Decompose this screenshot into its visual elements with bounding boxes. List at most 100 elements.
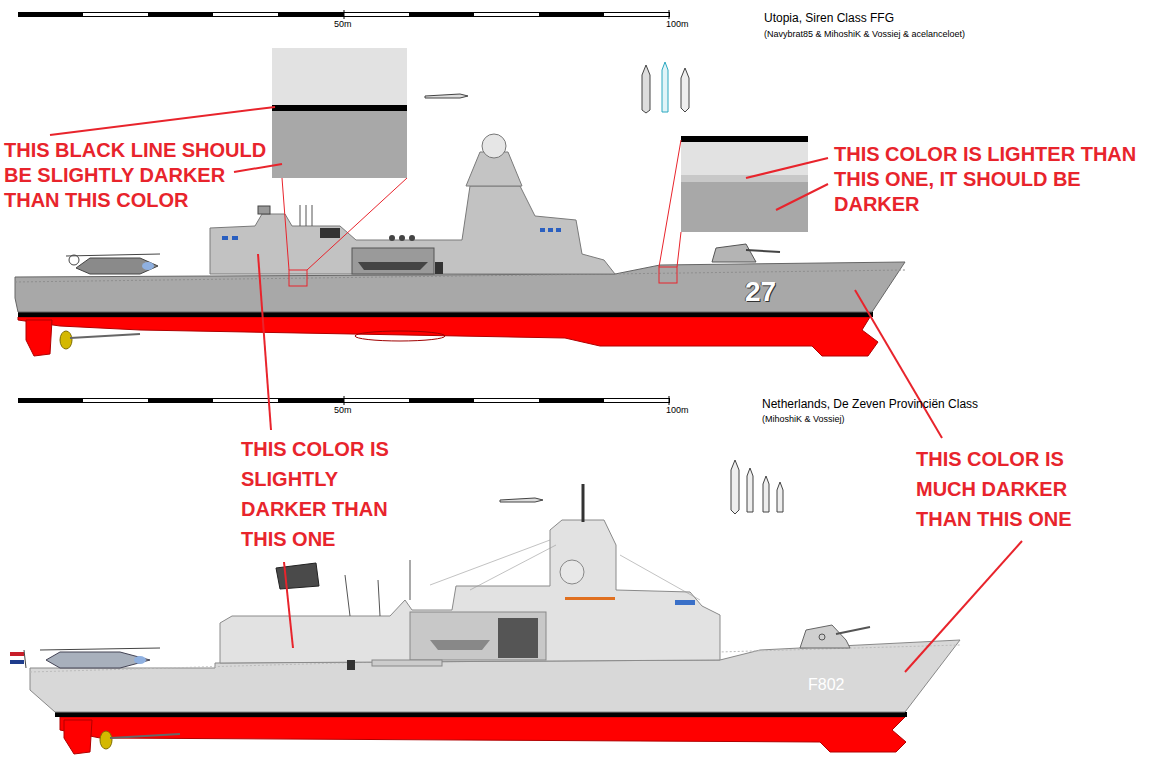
scale-bar <box>604 13 669 16</box>
frigate-top <box>306 205 307 226</box>
frigate-bottom <box>819 634 825 640</box>
frigate-top <box>746 250 780 252</box>
frigate-top <box>232 236 238 240</box>
frigate-bottom <box>46 652 150 668</box>
frigate-top <box>70 334 140 338</box>
frigate-bottom <box>347 660 355 670</box>
annotation-note: THIS COLOR IS SLIGHTLY DARKER THAN THIS … <box>241 434 421 554</box>
weapon-icons <box>662 62 668 112</box>
frigate-top <box>352 248 434 274</box>
scale-mark: 50m <box>334 405 352 416</box>
frigate-top <box>18 317 878 356</box>
frigate-bottom <box>110 734 180 738</box>
frigate-top <box>540 228 545 232</box>
weapon-icons <box>642 65 650 113</box>
pennant-number: 27 <box>745 277 776 307</box>
frigate-bottom <box>800 625 850 648</box>
scale-bar <box>18 10 670 19</box>
scale-mark: 100m <box>666 19 689 30</box>
frigate-bottom <box>430 640 490 650</box>
scale-bar <box>474 399 539 402</box>
frigate-top <box>18 312 873 317</box>
scale-bar <box>344 396 345 405</box>
frigate-bottom <box>410 560 411 600</box>
weapon-icons <box>731 460 739 514</box>
colour-swatch-zoom <box>282 178 289 270</box>
frigate-top <box>389 235 395 241</box>
frigate-top <box>69 255 79 265</box>
frigate-bottom <box>560 560 584 584</box>
frigate-bottom <box>620 555 700 600</box>
frigate-bottom <box>55 712 907 717</box>
frigate-bottom <box>378 580 380 616</box>
leader-line <box>258 254 271 430</box>
weapon-icons <box>425 94 468 98</box>
frigate-bottom <box>582 484 585 522</box>
frigate-bottom <box>410 612 546 660</box>
leader-line <box>746 158 828 178</box>
colour-swatch-zoom <box>272 48 808 286</box>
frigate-top <box>435 262 443 274</box>
frigate-bottom <box>60 717 906 752</box>
leader-line <box>855 290 942 438</box>
frigate-top <box>258 206 270 214</box>
leader-line <box>905 541 1022 672</box>
colour-swatch-zoom <box>681 175 808 182</box>
ship-title: Netherlands, De Zeven Provinciën Class <box>762 397 978 412</box>
weapon-icons <box>763 476 769 512</box>
frigate-top <box>358 262 428 270</box>
annotation-note: THIS COLOR IS LIGHTER THAN THIS ONE, IT … <box>834 142 1146 217</box>
annotation-note: THIS BLACK LINE SHOULD BE SLIGHTLY DARKE… <box>4 138 282 213</box>
frigate-bottom <box>675 600 695 605</box>
frigate-bottom <box>470 545 556 590</box>
leader-line <box>50 107 275 135</box>
author-credit: (Navybrat85 & MihoshiK & Vossiej & acela… <box>764 29 965 40</box>
ship-title: Utopia, Siren Class FFG <box>764 11 894 26</box>
frigate-bottom <box>276 563 319 589</box>
frigate-top <box>409 235 415 241</box>
weapon-icons <box>681 68 689 112</box>
colour-swatch-zoom <box>681 142 808 175</box>
colour-swatch-zoom <box>289 270 307 286</box>
colour-swatch-zoom <box>272 48 407 105</box>
frigate-bottom <box>10 660 24 664</box>
frigate-bottom <box>134 656 146 664</box>
scale-mark: 100m <box>666 405 689 416</box>
frigate-top <box>712 244 756 262</box>
frigate-top <box>222 236 228 240</box>
frigate-top <box>66 254 160 256</box>
scale-bar <box>474 13 539 16</box>
colour-swatch-zoom <box>659 140 681 267</box>
leader-line <box>284 562 293 648</box>
frigate-bottom <box>372 660 442 666</box>
frigate-bottom <box>345 575 350 616</box>
colour-swatch-zoom <box>272 105 407 111</box>
frigate-bottom <box>40 648 160 650</box>
scale-bar <box>344 13 409 16</box>
leader-line <box>234 164 282 172</box>
pennant-number: F802 <box>808 676 844 694</box>
frigate-top <box>210 186 615 274</box>
frigate-bottom <box>565 597 615 600</box>
colour-swatch-zoom <box>677 232 681 267</box>
weapon-icons <box>777 482 783 512</box>
scale-bar <box>83 13 148 16</box>
colour-swatch-zoom <box>272 111 407 178</box>
weapon-icons <box>425 62 689 113</box>
colour-swatch-zoom <box>307 178 407 270</box>
scale-bar <box>83 399 148 402</box>
frigate-top <box>320 228 340 238</box>
scale-mark: 50m <box>334 19 352 30</box>
leader-line <box>50 107 1022 672</box>
colour-swatch-zoom <box>659 267 677 283</box>
frigate-bottom <box>430 540 550 585</box>
frigate-top <box>26 320 52 356</box>
scale-bar <box>604 399 669 402</box>
frigate-top <box>142 262 154 270</box>
frigate-bottom <box>64 720 92 754</box>
scale-bar <box>344 10 345 19</box>
frigate-top <box>556 228 561 232</box>
frigate-top <box>312 205 313 226</box>
